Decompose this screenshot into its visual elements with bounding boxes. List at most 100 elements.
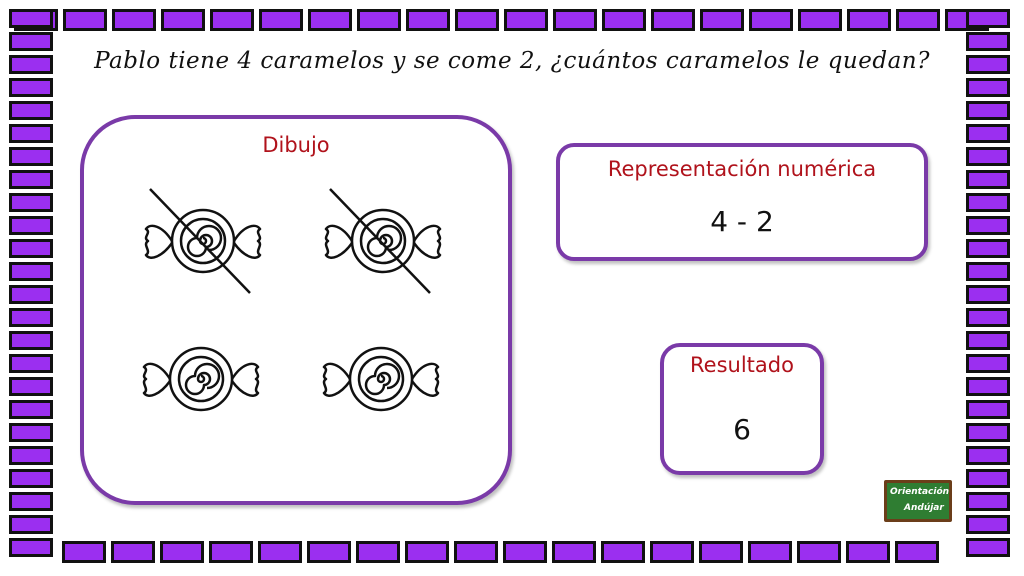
border-brick <box>896 9 940 31</box>
cross-out-line <box>149 188 251 294</box>
cross-out-line <box>329 188 431 294</box>
border-brick <box>966 262 1010 281</box>
border-brick <box>9 331 53 350</box>
border-brick <box>9 492 53 511</box>
border-brick <box>9 78 53 97</box>
border-brick <box>966 193 1010 212</box>
border-brick <box>700 9 744 31</box>
border-brick <box>9 170 53 189</box>
border-brick <box>9 101 53 120</box>
border-brick <box>966 354 1010 373</box>
border-brick <box>9 124 53 143</box>
bottom-border <box>62 541 944 563</box>
border-brick <box>503 541 547 563</box>
border-brick <box>966 32 1010 51</box>
border-brick <box>749 9 793 31</box>
border-brick <box>9 400 53 419</box>
top-border <box>14 9 994 31</box>
border-brick <box>406 9 450 31</box>
border-brick <box>209 541 253 563</box>
border-brick <box>9 538 53 557</box>
border-brick <box>966 423 1010 442</box>
border-brick <box>9 423 53 442</box>
border-brick <box>161 9 205 31</box>
left-border <box>9 9 53 561</box>
logo-line2: Andújar <box>904 503 944 513</box>
border-brick <box>112 9 156 31</box>
border-brick <box>966 55 1010 74</box>
candy-icon <box>322 346 440 412</box>
border-brick <box>966 216 1010 235</box>
right-border <box>966 9 1010 561</box>
border-brick <box>650 541 694 563</box>
border-brick <box>699 541 743 563</box>
question-text: Pablo tiene 4 caramelos y se come 2, ¿cu… <box>94 48 930 74</box>
border-brick <box>895 541 939 563</box>
border-brick <box>259 9 303 31</box>
candy-icon <box>142 346 260 412</box>
border-brick <box>9 285 53 304</box>
border-brick <box>966 147 1010 166</box>
border-brick <box>9 354 53 373</box>
border-brick <box>62 541 106 563</box>
border-brick <box>9 147 53 166</box>
border-brick <box>552 541 596 563</box>
border-brick <box>966 469 1010 488</box>
border-brick <box>966 239 1010 258</box>
border-brick <box>602 9 646 31</box>
border-brick <box>258 541 302 563</box>
border-brick <box>160 541 204 563</box>
border-brick <box>847 9 891 31</box>
border-brick <box>308 9 352 31</box>
border-brick <box>9 377 53 396</box>
border-brick <box>9 32 53 51</box>
border-brick <box>307 541 351 563</box>
result-title: Resultado <box>690 353 794 377</box>
border-brick <box>966 170 1010 189</box>
border-brick <box>966 78 1010 97</box>
border-brick <box>63 9 107 31</box>
candy-icon <box>144 188 262 294</box>
border-brick <box>966 124 1010 143</box>
border-brick <box>455 9 499 31</box>
border-brick <box>797 541 841 563</box>
numeric-panel: Representación numérica 4 - 2 <box>556 143 928 261</box>
border-brick <box>966 446 1010 465</box>
border-brick <box>9 193 53 212</box>
border-brick <box>9 239 53 258</box>
border-brick <box>966 9 1010 28</box>
border-brick <box>9 216 53 235</box>
border-brick <box>405 541 449 563</box>
result-value: 6 <box>733 413 751 446</box>
border-brick <box>356 541 400 563</box>
border-brick <box>454 541 498 563</box>
border-brick <box>966 400 1010 419</box>
border-brick <box>9 9 53 28</box>
candy-icon <box>324 188 442 294</box>
numeric-title: Representación numérica <box>607 157 877 181</box>
border-brick <box>9 515 53 534</box>
border-brick <box>966 331 1010 350</box>
logo-line1: Orientación <box>890 487 950 497</box>
border-brick <box>798 9 842 31</box>
drawing-panel: Dibujo <box>80 115 512 505</box>
border-brick <box>9 446 53 465</box>
border-brick <box>966 308 1010 327</box>
border-brick <box>966 285 1010 304</box>
border-brick <box>9 55 53 74</box>
border-brick <box>111 541 155 563</box>
border-brick <box>9 469 53 488</box>
border-brick <box>357 9 401 31</box>
drawing-title: Dibujo <box>262 133 330 157</box>
orientacion-andujar-logo: Orientación Andújar <box>884 480 952 522</box>
border-brick <box>966 515 1010 534</box>
border-brick <box>210 9 254 31</box>
border-brick <box>966 492 1010 511</box>
numeric-value: 4 - 2 <box>710 205 774 238</box>
border-brick <box>846 541 890 563</box>
border-brick <box>966 377 1010 396</box>
border-brick <box>9 262 53 281</box>
border-brick <box>748 541 792 563</box>
result-panel: Resultado 6 <box>660 343 824 475</box>
border-brick <box>966 101 1010 120</box>
